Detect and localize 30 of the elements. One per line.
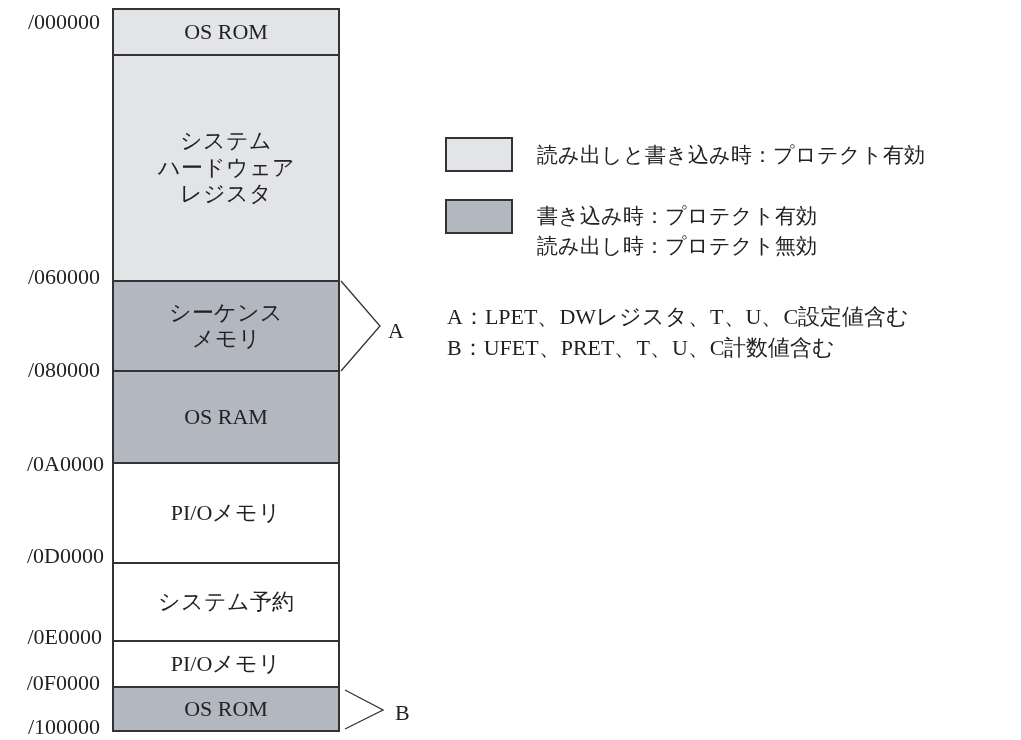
address-label: /0E0000	[27, 624, 102, 650]
area-label: OS RAM	[184, 403, 268, 431]
note-text: B：UFET、PRET、T、U、C計数値含む	[447, 335, 836, 361]
memory-area-box	[112, 686, 340, 732]
bracket-letter: A	[388, 318, 404, 344]
memory-area-box	[112, 640, 340, 688]
area-label: OS ROM	[184, 695, 268, 723]
address-label: /060000	[27, 264, 100, 290]
memory-area-box	[112, 562, 340, 642]
memory-area-box	[112, 54, 340, 282]
address-label: /0A0000	[27, 451, 104, 477]
memory-area-box	[112, 462, 340, 564]
note-text: A：LPET、DWレジスタ、T、U、C設定値含む	[447, 304, 910, 330]
area-label: システム予約	[158, 588, 294, 616]
address-label: /000000	[27, 9, 100, 35]
memory-area-box	[112, 370, 340, 464]
area-label: システムハードウェアレジスタ	[157, 128, 295, 208]
memory-area-box	[112, 8, 340, 56]
area-label: OS ROM	[184, 18, 268, 46]
area-label: シーケンスメモリ	[169, 299, 283, 353]
address-label: /0F0000	[26, 670, 100, 696]
bracket-letter: B	[395, 700, 410, 726]
legend-text: 読み出しと書き込み時：プロテクト有効	[537, 142, 925, 169]
legend-text: 書き込み時：プロテクト有効読み出し時：プロテクト無効	[537, 203, 817, 260]
address-label: /100000	[27, 714, 100, 740]
area-label: PI/Oメモリ	[170, 499, 282, 527]
address-label: /0D0000	[27, 543, 104, 569]
address-label: /080000	[27, 357, 100, 383]
area-label: PI/Oメモリ	[170, 650, 282, 678]
memory-area-box	[112, 280, 340, 372]
